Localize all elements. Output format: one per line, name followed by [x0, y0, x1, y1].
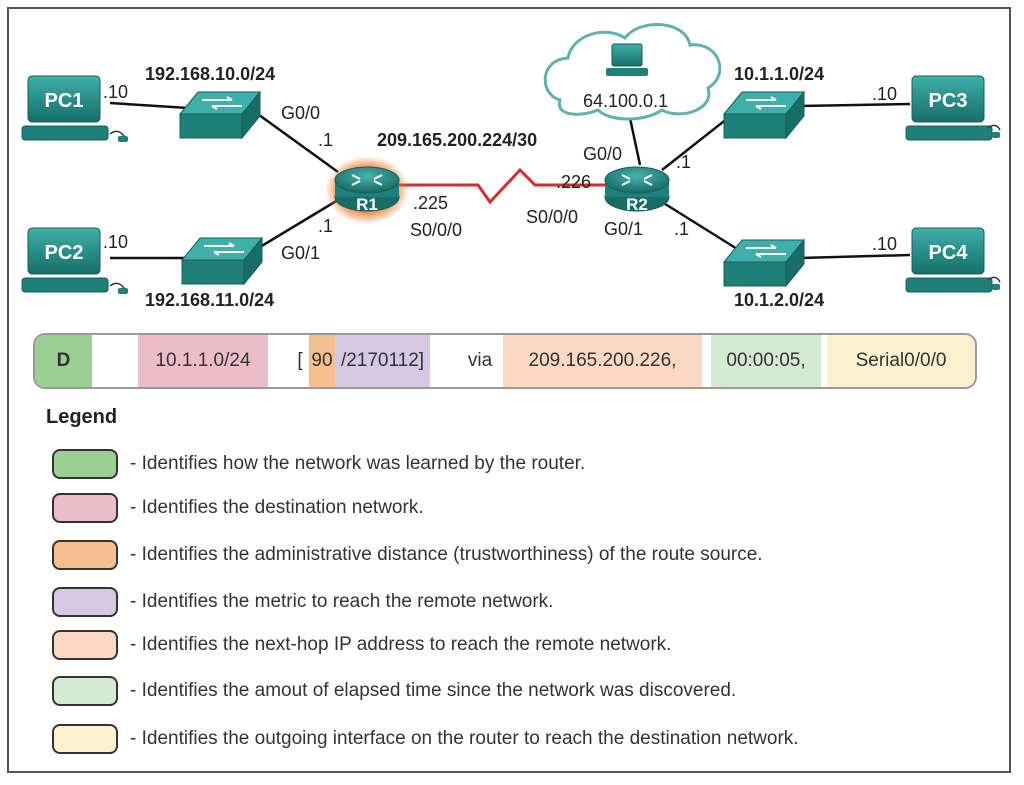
- diagram-frame: [7, 7, 1011, 773]
- legend-title: Legend: [46, 406, 118, 428]
- link-sw4-pc4: [799, 253, 911, 260]
- r2-s000-label: S0/0/0: [526, 207, 579, 227]
- isp-computer-icon: [606, 43, 648, 76]
- network-lan4: 10.1.2.0/24: [734, 290, 825, 310]
- router-r1-icon: R1: [325, 156, 409, 224]
- pc4-label: PC4: [929, 242, 969, 264]
- legend-text-next-hop: - Identifies the next-hop IP address to …: [130, 634, 672, 655]
- route-metric: /2170112]: [335, 335, 430, 387]
- router-r1-label: R1: [356, 195, 378, 214]
- pc3-label: PC3: [929, 90, 968, 112]
- switch-1-icon: [178, 90, 262, 140]
- legend-swatch-interface: [52, 724, 118, 754]
- legend-item-metric: - Identifies the metric to reach the rem…: [52, 585, 982, 619]
- legend-swatch-next-hop: [52, 630, 118, 660]
- isp-address: 64.100.0.1: [583, 91, 669, 111]
- legend-text-admin-distance: - Identifies the administrative distance…: [130, 544, 763, 565]
- r2-g00-host: .1: [676, 152, 692, 172]
- pc2-label: PC2: [45, 242, 84, 264]
- legend-text-destination: - Identifies the destination network.: [130, 497, 424, 518]
- legend-swatch-destination: [52, 493, 118, 523]
- r2-g00-label: G0/0: [583, 144, 623, 164]
- route-elapsed-time: 00:00:05,: [711, 335, 821, 387]
- legend-swatch-source: [52, 449, 118, 479]
- network-lan2: 192.168.11.0/24: [145, 290, 275, 310]
- pc3-host-address: .10: [872, 84, 898, 104]
- r1-g00-label: G0/0: [281, 103, 321, 123]
- router-r2-label: R2: [626, 195, 648, 214]
- legend-item-destination: - Identifies the destination network.: [52, 491, 982, 525]
- pc3-icon: PC3: [905, 75, 1001, 141]
- isp-cloud: [543, 23, 722, 121]
- link-r2-sw4: [661, 200, 743, 254]
- r1-s000-label: S0/0/0: [410, 220, 463, 240]
- route-code: D: [35, 335, 92, 387]
- link-sw1-r1: [254, 110, 339, 174]
- pc1-icon: PC1: [21, 75, 128, 142]
- link-sw3-pc3: [799, 102, 911, 108]
- pc1-label: PC1: [45, 90, 84, 112]
- route-bracket-open: [: [297, 350, 303, 371]
- pc2-host-address: .10: [103, 232, 129, 252]
- pc1-host-address: .10: [103, 82, 129, 102]
- r2-g01-host: .1: [674, 219, 690, 239]
- legend-text-interface: - Identifies the outgoing interface on t…: [130, 728, 799, 749]
- link-pc1-sw1: [109, 101, 189, 110]
- pc4-icon: PC4: [905, 227, 1001, 293]
- network-wan: 209.165.200.224/30: [377, 130, 538, 150]
- r2-g01-label: G0/1: [604, 219, 644, 239]
- legend-text-metric: - Identifies the metric to reach the rem…: [130, 591, 554, 612]
- route-network: 10.1.1.0/24: [138, 335, 268, 387]
- legend-text-elapsed-time: - Identifies the amout of elapsed time s…: [130, 680, 737, 701]
- route-interface: Serial0/0/0: [827, 335, 975, 387]
- legend-text-source: - Identifies how the network was learned…: [130, 453, 586, 474]
- r1-g01-label: G0/1: [281, 243, 321, 263]
- legend-swatch-metric: [52, 587, 118, 617]
- pc4-host-address: .10: [872, 234, 898, 254]
- legend-item-interface: - Identifies the outgoing interface on t…: [52, 722, 982, 756]
- link-r1-r2-serial: [398, 167, 612, 205]
- network-lan1: 192.168.10.0/24: [145, 64, 276, 84]
- link-sw2-r1: [254, 198, 339, 252]
- router-r2-icon: R2: [604, 166, 670, 214]
- links: [109, 101, 911, 260]
- link-r2-sw3: [661, 117, 729, 171]
- legend-swatch-admin-distance: [52, 540, 118, 570]
- network-topology: PC1 PC2 PC3 PC4: [21, 23, 1001, 294]
- r1-g01-host: .1: [318, 216, 334, 236]
- route-next-hop: 209.165.200.226,: [503, 335, 702, 387]
- network-lan3: 10.1.1.0/24: [734, 64, 825, 84]
- switch-3-icon: [722, 90, 806, 140]
- legend-item-admin-distance: - Identifies the administrative distance…: [52, 538, 982, 572]
- r2-s000-host: .226: [556, 172, 592, 192]
- route-table-entry: D 10.1.1.0/24 [ 90 /2170112] via 209.165…: [33, 333, 977, 389]
- legend-item-source: - Identifies how the network was learned…: [52, 447, 982, 481]
- route-admin-distance: 90: [309, 335, 335, 387]
- link-r2-isp: [628, 117, 642, 166]
- legend-swatch-elapsed-time: [52, 676, 118, 706]
- switch-2-icon: [180, 236, 264, 286]
- route-via: via: [467, 350, 493, 371]
- legend-item-elapsed-time: - Identifies the amout of elapsed time s…: [52, 674, 982, 708]
- legend-item-next-hop: - Identifies the next-hop IP address to …: [52, 628, 982, 662]
- pc2-icon: PC2: [21, 227, 128, 294]
- r1-g00-host: .1: [318, 130, 334, 150]
- r1-s000-host: .225: [413, 193, 449, 213]
- switch-4-icon: [722, 238, 806, 288]
